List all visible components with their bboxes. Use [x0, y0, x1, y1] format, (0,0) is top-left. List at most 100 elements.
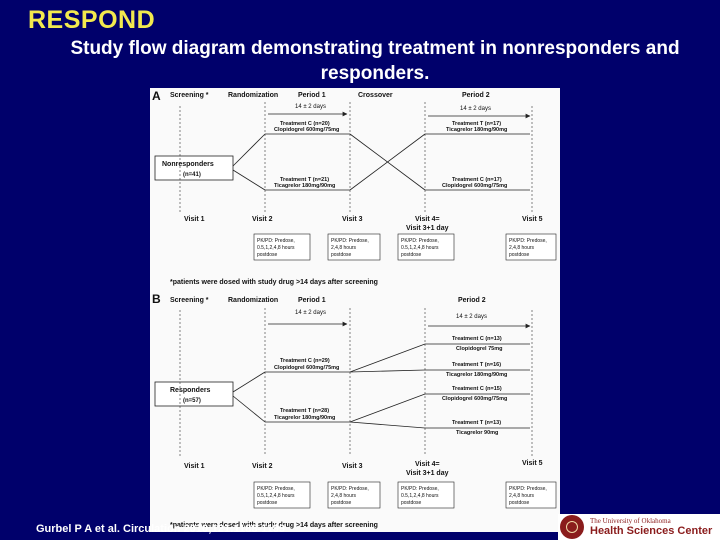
panel-b-period2-label: Period 2 [458, 297, 486, 304]
panel-a-arm2-top-drug: Ticagrelor 180mg/90mg [446, 127, 507, 133]
panel-b-footnote: *patients were dosed with study drug >14… [170, 522, 378, 529]
panel-b-pk-box-4 [505, 481, 557, 509]
panel-a-visit4-label: Visit 4= [415, 216, 440, 223]
panel-a-pk3-title: PK/PD: Predose, [401, 238, 439, 244]
panel-a: A Screening * Randomization Period 1 14 … [152, 89, 557, 286]
panel-a-letter: A [152, 89, 161, 103]
panel-a-pk2-title: PK/PD: Predose, [331, 238, 369, 244]
panel-b-pk4-suffix: postdose [509, 500, 530, 506]
panel-a-branch-upper [232, 133, 266, 167]
panel-a-pk-box-4 [505, 233, 557, 261]
panel-b-arm2-1-drug: Clopidogrel 75mg [456, 346, 502, 352]
panel-b-split-2b [349, 421, 426, 429]
panel-b-period1-days: 14 ± 2 days [295, 310, 326, 316]
panel-b-arm1-top-treatment: Treatment C (n=29) [280, 358, 330, 364]
panel-b-arm2-2-treatment: Treatment T (n=16) [452, 362, 501, 368]
panel-a-group-box [154, 155, 234, 181]
panel-b-pk4-title: PK/PD: Predose, [509, 486, 547, 492]
panel-b-pk4-times: 2,4,8 hours [509, 493, 535, 499]
panel-b-group-label: Responders [170, 387, 211, 394]
panel-a-pk1-times: 0.5,1,2,4,8 hours [257, 245, 295, 251]
panel-b-pk-box-1 [253, 481, 311, 509]
panel-a-pk2-times: 2,4,8 hours [331, 245, 357, 251]
panel-a-pk-box-2 [327, 233, 381, 261]
panel-b-arm1-bottom-treatment: Treatment T (n=28) [280, 408, 329, 414]
panel-b-pk2-title: PK/PD: Predose, [331, 486, 369, 492]
panel-a-pk1-suffix: postdose [257, 252, 278, 258]
panel-b-group-box [154, 381, 234, 407]
panel-a-pk4-title: PK/PD: Predose, [509, 238, 547, 244]
panel-b-split-1a [349, 343, 426, 373]
logo-center-name: Health Sciences Center [590, 525, 713, 537]
university-logo: The University of Oklahoma Health Scienc… [558, 514, 720, 540]
panel-b-visit4-detail: Visit 3+1 day [406, 470, 449, 477]
panel-a-pk1-title: PK/PD: Predose, [257, 238, 295, 244]
panel-b-pk1-times: 0.5,1,2,4,8 hours [257, 493, 295, 499]
panel-a-footnote: *patients were dosed with study drug >14… [170, 279, 378, 286]
panel-b-arm1-top-drug: Clopidogrel 600mg/75mg [274, 365, 339, 371]
panel-a-branch-lower [232, 169, 266, 191]
panel-a-arm1-top-drug: Clopidogrel 600mg/75mg [274, 127, 339, 133]
panel-a-period1-label: Period 1 [298, 92, 326, 99]
panel-a-period2-days: 14 ± 2 days [460, 106, 491, 112]
university-seal-icon [560, 515, 584, 539]
panel-a-crossover-label: Crossover [358, 92, 393, 99]
panel-b-letter: B [152, 292, 161, 306]
logo-university-name: The University of Oklahoma [590, 517, 671, 525]
study-flow-diagram: A Screening * Randomization Period 1 14 … [150, 88, 560, 532]
panel-b: B Screening * Randomization Period 1 14 … [152, 292, 557, 529]
panel-b-pk3-times: 0.5,1,2,4,8 hours [401, 493, 439, 499]
panel-a-arm1-bottom-treatment: Treatment T (n=21) [280, 177, 329, 183]
panel-b-period2-days: 14 ± 2 days [456, 314, 487, 320]
panel-b-randomization-label: Randomization [228, 297, 278, 304]
panel-a-arm1-bottom-drug: Ticagrelor 180mg/90mg [274, 183, 335, 189]
panel-b-branch-lower [232, 395, 266, 423]
panel-b-group-count: (n=57) [183, 398, 201, 404]
panel-a-arm2-bottom-drug: Clopidogrel 600mg/75mg [442, 183, 507, 189]
citation: Gurbel P A et al. Circulation 2010;121:1… [36, 523, 286, 535]
panel-b-arm2-2-drug: Ticagrelor 180mg/90mg [446, 372, 507, 378]
panel-a-visit3-label: Visit 3 [342, 216, 363, 223]
panel-a-visit2-label: Visit 2 [252, 216, 273, 223]
panel-a-arm2-top-treatment: Treatment T (n=17) [452, 121, 501, 127]
panel-b-pk-box-2 [327, 481, 381, 509]
panel-a-visit4-detail: Visit 3+1 day [406, 225, 449, 232]
panel-a-crossover-line-2 [349, 133, 426, 191]
panel-b-visit5-label: Visit 5 [522, 460, 543, 467]
panel-a-visit5-label: Visit 5 [522, 216, 543, 223]
panel-b-pk3-suffix: postdose [401, 500, 422, 506]
panel-a-pk3-times: 0.5,1,2,4,8 hours [401, 245, 439, 251]
panel-b-arm2-4-treatment: Treatment T (n=13) [452, 420, 501, 426]
panel-b-split-2a [349, 393, 426, 423]
panel-a-period2-label: Period 2 [462, 92, 490, 99]
panel-b-visit2-label: Visit 2 [252, 463, 273, 470]
panel-a-pk2-suffix: postdose [331, 252, 352, 258]
panel-b-branch-upper [232, 371, 266, 393]
panel-a-group-count: (n=41) [183, 172, 201, 178]
panel-a-group-label: Nonresponders [162, 161, 214, 168]
panel-a-period1-days: 14 ± 2 days [295, 104, 326, 110]
panel-b-arm2-1-treatment: Treatment C (n=13) [452, 336, 502, 342]
panel-b-visit3-label: Visit 3 [342, 463, 363, 470]
panel-b-arm2-3-treatment: Treatment C (n=15) [452, 386, 502, 392]
panel-a-randomization-label: Randomization [228, 92, 278, 99]
panel-b-arm1-bottom-drug: Ticagrelor 180mg/90mg [274, 415, 335, 421]
panel-b-pk3-title: PK/PD: Predose, [401, 486, 439, 492]
panel-a-arm2-bottom-treatment: Treatment C (n=17) [452, 177, 502, 183]
slide-subtitle: Study flow diagram demonstrating treatme… [70, 38, 680, 84]
panel-b-pk2-times: 2,4,8 hours [331, 493, 357, 499]
panel-b-pk1-title: PK/PD: Predose, [257, 486, 295, 492]
panel-a-pk4-suffix: postdose [509, 252, 530, 258]
panel-a-pk-box-3 [397, 233, 455, 261]
panel-a-visit1-label: Visit 1 [184, 216, 205, 223]
panel-b-period1-label: Period 1 [298, 297, 326, 304]
slide-title: RESPOND [28, 6, 156, 34]
panel-b-pk2-suffix: postdose [331, 500, 352, 506]
panel-b-visit4-label: Visit 4= [415, 461, 440, 468]
panel-a-pk-box-1 [253, 233, 311, 261]
panel-a-arm1-top-treatment: Treatment C (n=20) [280, 121, 330, 127]
panel-b-screening-label: Screening * [170, 297, 209, 304]
panel-a-screening-label: Screening * [170, 92, 209, 99]
panel-b-arm2-4-drug: Ticagrelor 90mg [456, 430, 498, 436]
panel-a-pk3-suffix: postdose [401, 252, 422, 258]
